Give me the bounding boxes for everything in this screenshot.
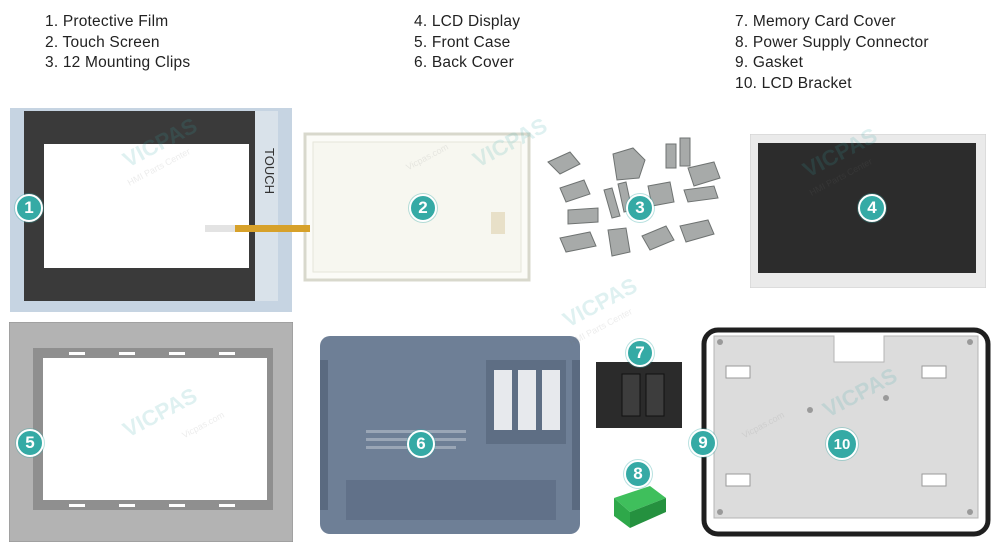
- gasket-image: [700, 326, 992, 538]
- mounting-clips-image: [538, 134, 738, 266]
- legend-item-protective-film: 1. Protective Film: [45, 13, 169, 30]
- flex-cable: [205, 222, 310, 236]
- legend-item-lcd-bracket: 10. LCD Bracket: [735, 74, 852, 92]
- legend-column-2: 4. LCD Display 5. Front Case 6. Back Cov…: [414, 12, 520, 74]
- badge-9: 9: [689, 429, 717, 457]
- badge-10: 10: [826, 428, 858, 460]
- badge-5: 5: [16, 429, 44, 457]
- legend-column-3: 7. Memory Card Cover 8. Power Supply Con…: [735, 12, 929, 94]
- legend-column-1: 1. Protective Film 2. Touch Screen 3. 12…: [45, 12, 190, 74]
- legend-item-touch-screen: 2. Touch Screen: [45, 33, 160, 51]
- badge-1: 1: [15, 194, 43, 222]
- badge-8: 8: [624, 460, 652, 488]
- badge-2: 2: [409, 194, 437, 222]
- legend-item-back-cover: 6. Back Cover: [414, 54, 514, 71]
- legend-item-power-supply-connector: 8. Power Supply Connector: [735, 33, 929, 51]
- legend-item-memory-card-cover: 7. Memory Card Cover: [735, 13, 896, 30]
- legend-item-front-case: 5. Front Case: [414, 33, 511, 51]
- watermark-brand: VICPAS: [558, 272, 642, 333]
- badge-4: 4: [858, 194, 886, 222]
- legend-item-mounting-clips: 3. 12 Mounting Clips: [45, 54, 191, 71]
- memory-card-cover-image: [594, 360, 686, 432]
- badge-3: 3: [626, 194, 654, 222]
- back-cover-image: [316, 330, 584, 540]
- badge-7: 7: [626, 339, 654, 367]
- protective-film-image: TOUCH: [10, 108, 292, 312]
- power-supply-connector-image: [608, 480, 672, 532]
- front-case-image: [8, 321, 294, 543]
- legend-item-gasket: 9. Gasket: [735, 54, 804, 71]
- legend-item-lcd-display: 4. LCD Display: [414, 13, 521, 30]
- badge-6: 6: [407, 430, 435, 458]
- film-touch-text: TOUCH: [262, 148, 277, 194]
